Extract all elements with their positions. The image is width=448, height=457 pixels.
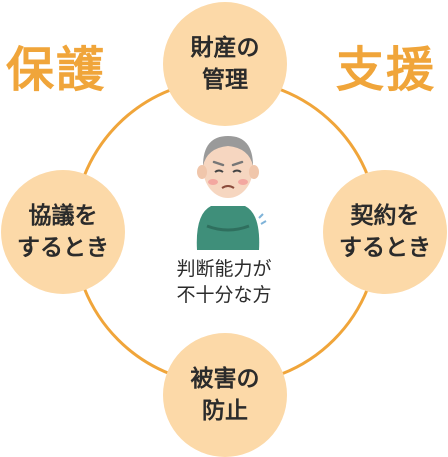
node-damage-prevention: 被害の 防止 (163, 333, 287, 457)
elderly-person-icon (196, 136, 267, 250)
node-label: 協議を するとき (17, 203, 109, 261)
node-label: 被害の 防止 (190, 366, 260, 424)
node-contract: 契約を するとき (323, 170, 447, 294)
node-label: 契約を するとき (339, 203, 431, 261)
node-negotiation: 協議を するとき (1, 170, 125, 294)
word-protection: 保護 (6, 42, 107, 98)
center-label: 判断能力が 不十分な方 (176, 258, 272, 306)
word-support: 支援 (336, 42, 437, 98)
node-property-management: 財産の 管理 (163, 2, 287, 126)
node-label: 財産の 管理 (190, 35, 260, 93)
